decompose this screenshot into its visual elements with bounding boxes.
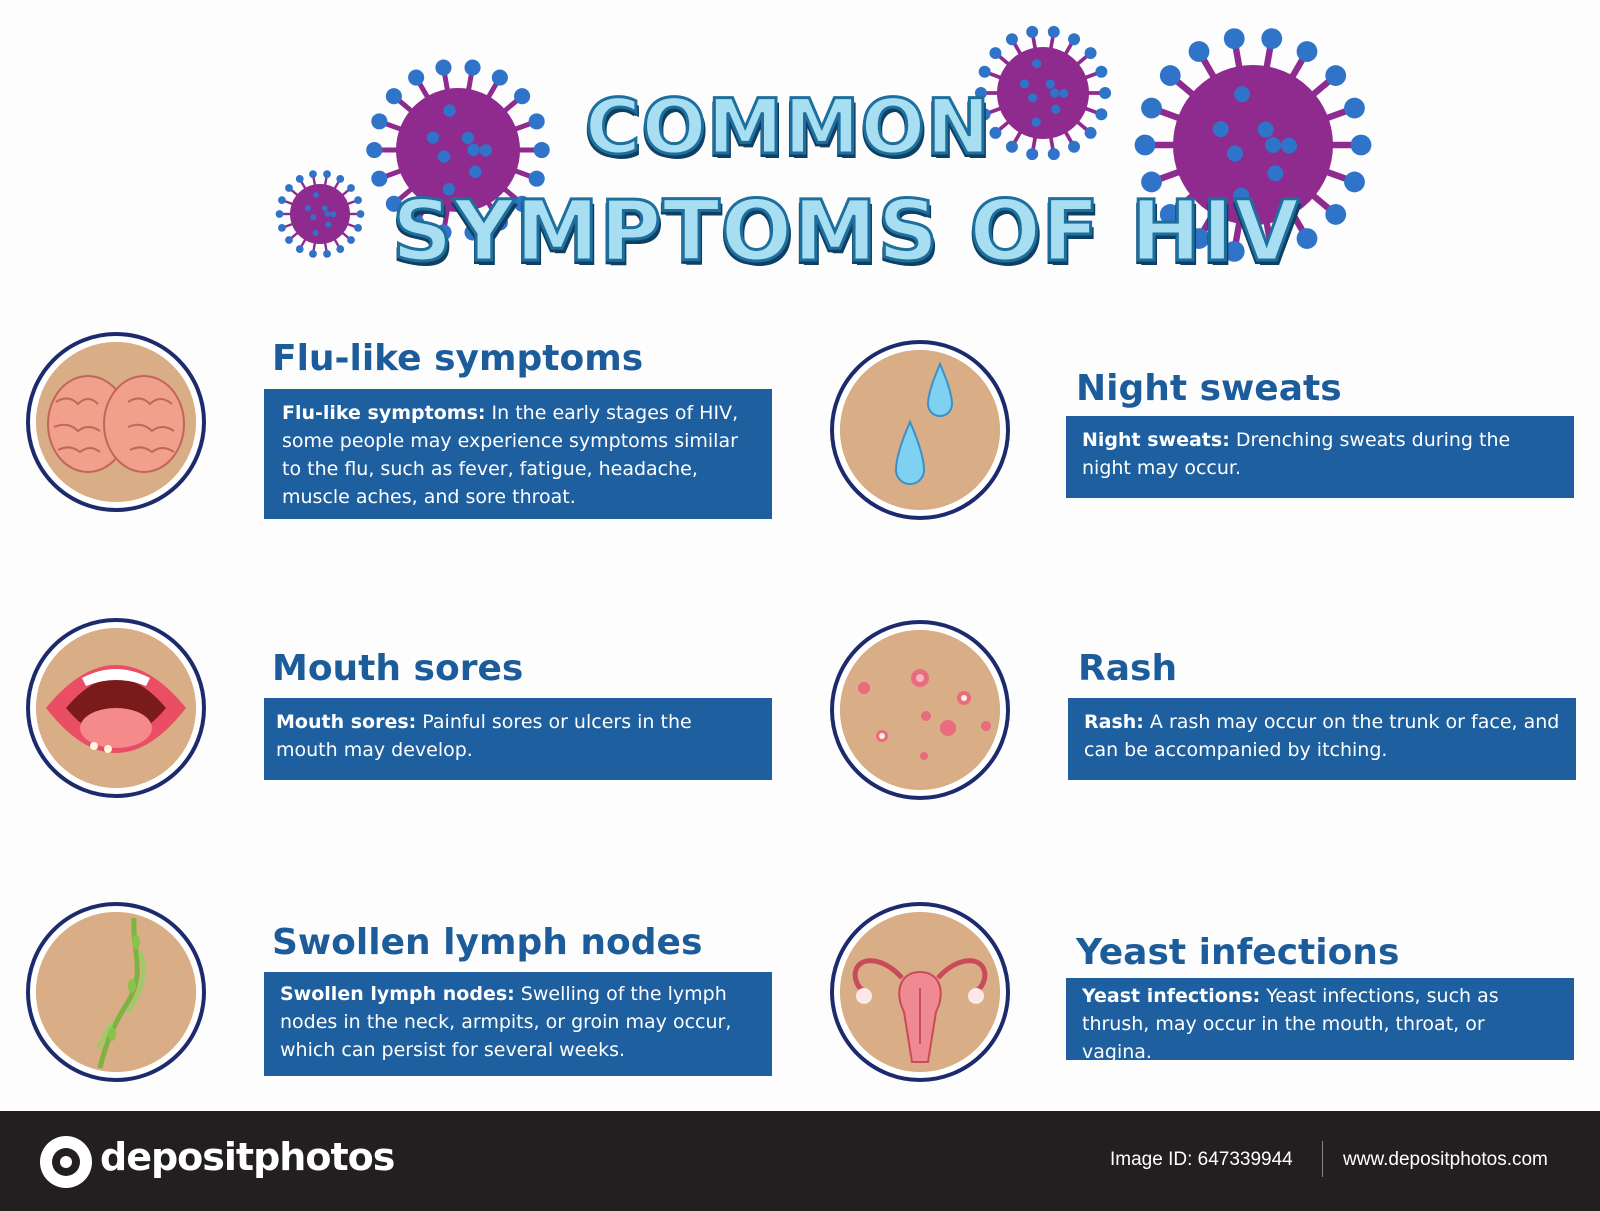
footer-bar: depositphotos Image ID: 647339944 www.de…	[0, 1111, 1600, 1211]
symptom-description-box: Night sweats: Drenching sweats during th…	[1066, 416, 1574, 498]
symptom-heading: Rash	[1078, 648, 1178, 689]
lymph-vessel-icon	[36, 912, 196, 1072]
symptom-description-box: Swollen lymph nodes: Swelling of the lym…	[264, 972, 772, 1076]
symptom-label: Yeast infections:	[1082, 985, 1261, 1007]
symptom-description-box: Flu-like symptoms: In the early stages o…	[264, 389, 772, 519]
symptom-label: Mouth sores:	[276, 711, 417, 733]
symptom-heading: Swollen lymph nodes	[272, 922, 703, 963]
uterus-icon	[840, 912, 1000, 1072]
symptom-description: Yeast infections, such as thrush, may oc…	[1082, 985, 1499, 1063]
image-id: Image ID: 647339944	[1110, 1149, 1293, 1170]
symptom-icon-circle	[26, 332, 206, 512]
symptom-label: Swollen lymph nodes:	[280, 983, 515, 1005]
virus-icon	[1134, 28, 1372, 262]
divider	[1322, 1141, 1323, 1177]
virus-icon	[275, 170, 365, 258]
symptom-description: Swelling of the lymph nodes in the neck,…	[280, 983, 732, 1061]
symptom-icon-circle	[26, 902, 206, 1082]
symptom-description: Drenching sweats during the night may oc…	[1082, 429, 1511, 479]
symptom-label: Night sweats:	[1082, 429, 1230, 451]
mouth-icon	[36, 628, 196, 788]
symptom-description-box: Yeast infections: Yeast infections, such…	[1066, 978, 1574, 1063]
symptom-icon-circle	[830, 340, 1010, 520]
symptom-icon-circle	[26, 618, 206, 798]
symptom-description: Painful sores or ulcers in the mouth may…	[276, 711, 692, 761]
symptom-icon-circle	[830, 620, 1010, 800]
symptom-label: Rash:	[1084, 711, 1144, 733]
brand-logo-text: depositphotos	[100, 1135, 395, 1179]
virus-icon	[366, 59, 550, 241]
title-line-1: COMMON	[584, 81, 992, 173]
symptom-heading: Night sweats	[1076, 368, 1342, 409]
camera-logo-icon	[40, 1136, 92, 1188]
symptom-heading: Mouth sores	[272, 648, 524, 689]
symptom-heading: Yeast infections	[1076, 932, 1400, 973]
site-url: www.depositphotos.com	[1343, 1149, 1548, 1170]
brain-icon	[36, 342, 196, 502]
symptom-description-box: Rash: A rash may occur on the trunk or f…	[1068, 698, 1576, 780]
symptom-heading: Flu-like symptoms	[272, 338, 644, 379]
symptom-description: In the early stages of HIV, some people …	[282, 402, 739, 508]
symptom-label: Flu-like symptoms:	[282, 402, 486, 424]
symptom-icon-circle	[830, 902, 1010, 1082]
virus-icon	[974, 25, 1112, 161]
symptom-description: A rash may occur on the trunk or face, a…	[1084, 711, 1560, 761]
sweat-drops-icon	[840, 350, 1000, 510]
symptom-description-box: Mouth sores: Painful sores or ulcers in …	[264, 698, 772, 780]
rash-icon	[840, 630, 1000, 790]
title-line-2: SYMPTOMS OF HIV	[390, 181, 1301, 282]
